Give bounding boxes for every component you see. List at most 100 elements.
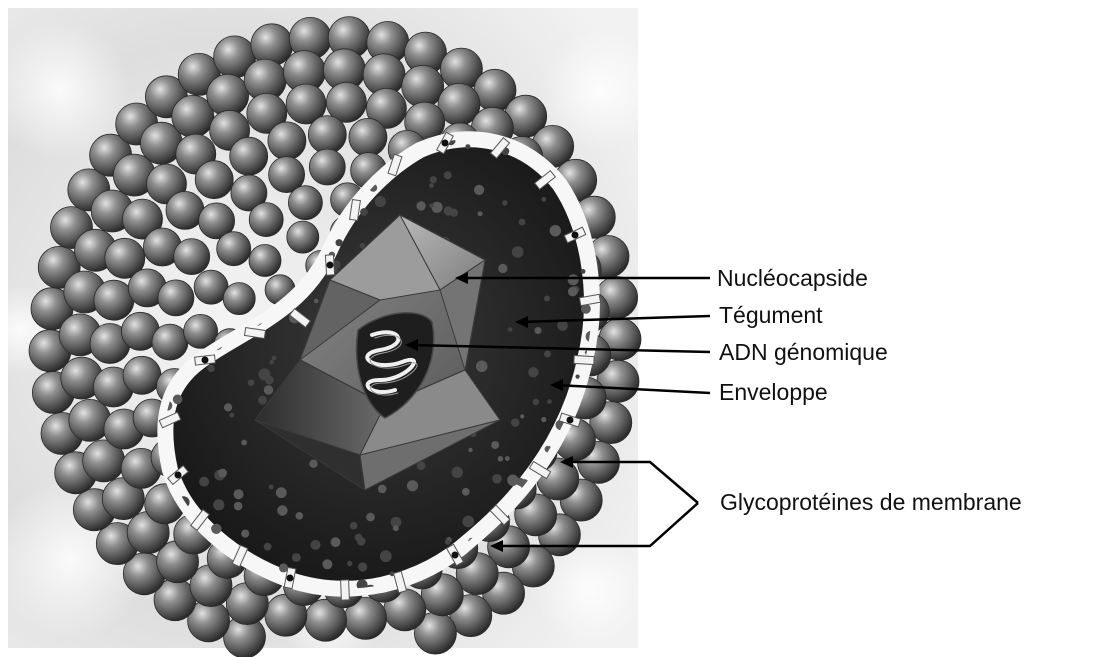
tegument-particle [241, 440, 247, 446]
tegument-particle [375, 196, 386, 207]
labels: Nucléocapside Tégument ADN génomique Env… [717, 265, 1022, 515]
tegument-particle [550, 225, 561, 236]
tegument-particle [229, 413, 234, 418]
tegument-particle [279, 563, 288, 572]
tegument-particle [336, 239, 343, 246]
tegument-particle [366, 513, 375, 522]
tegument-particle [173, 395, 183, 405]
label-genomic-dna: ADN génomique [719, 339, 888, 365]
tegument-particle [544, 296, 550, 302]
tegument-particle [380, 550, 392, 562]
tegument-particle [296, 512, 304, 520]
tegument-particle [258, 396, 267, 405]
tegument-particle [512, 246, 524, 258]
envelope-sphere [287, 221, 319, 253]
envelope-sphere [249, 203, 283, 237]
envelope-sphere [123, 356, 161, 394]
tegument-particle [277, 505, 287, 515]
tegument-particle [314, 299, 319, 304]
tegument-particle [508, 327, 513, 332]
tegument-particle [272, 356, 277, 361]
tegument-particle [498, 264, 507, 273]
tegument-particle [211, 524, 221, 534]
tegument-particle [476, 361, 488, 373]
tegument-particle [429, 204, 433, 208]
envelope-sphere [309, 149, 345, 185]
tegument-particle [234, 489, 244, 499]
envelope-sphere [152, 324, 188, 360]
envelope-sphere [230, 137, 268, 175]
envelope-sphere [223, 283, 255, 315]
tegument-particle [224, 403, 232, 411]
tegument-particle [528, 367, 538, 377]
tegument-particle [507, 475, 518, 486]
label-nucleocapsid: Nucléocapside [717, 265, 868, 291]
tegument-particle [269, 360, 274, 365]
tegument-particle [505, 456, 510, 461]
tegument-particle [462, 516, 474, 528]
tegument-particle [498, 456, 504, 462]
tegument-particle [429, 183, 434, 188]
label-glycoproteins: Glycoprotéines de membrane [720, 489, 1022, 515]
tegument-particle [416, 201, 425, 210]
tegument-particle [541, 197, 546, 202]
tegument-particle [207, 365, 214, 372]
tegument-particle [350, 522, 358, 530]
tegument-particle [444, 171, 452, 179]
tegument-particle [474, 185, 484, 195]
tegument-particle [355, 534, 363, 542]
tegument-particle [331, 537, 341, 547]
envelope-sphere [288, 186, 322, 220]
tegument-particle [533, 399, 539, 405]
tegument-particle [234, 502, 243, 511]
envelope-sphere [166, 191, 204, 229]
tegument-particle [502, 200, 507, 205]
tegument-particle [541, 417, 546, 422]
glycoprotein-spike [574, 355, 594, 364]
tegument-particle [462, 488, 470, 496]
envelope-sphere [158, 280, 194, 316]
tegument-particle [322, 559, 332, 569]
tegument-particle [445, 539, 451, 545]
tegument-particle [568, 274, 579, 285]
tegument-particle [347, 561, 352, 566]
tegument-particle [360, 208, 368, 216]
envelope-sphere [184, 314, 218, 348]
tegument-particle [444, 206, 453, 215]
glycoprotein-spike [341, 580, 350, 600]
tegument-particle [431, 202, 442, 213]
tegument-particle [378, 485, 387, 494]
envelope-sphere [94, 280, 134, 320]
tegument-particle [407, 480, 418, 491]
tegument-particle [519, 219, 526, 226]
tegument-particle [581, 269, 586, 274]
tegument-particle [311, 540, 321, 550]
envelope-sphere [174, 239, 210, 275]
tegument-particle [241, 530, 249, 538]
tegument-particle [535, 327, 542, 334]
tegument-particle [199, 477, 209, 487]
tegument-particle [248, 379, 255, 386]
tegument-particle [309, 460, 317, 468]
tegument-particle [430, 176, 437, 183]
tegument-particle [213, 499, 224, 510]
tegument-particle [218, 469, 227, 478]
glycoprotein-spike [325, 255, 334, 275]
tegument-particle [491, 441, 499, 449]
glycoprotein-spike [195, 355, 216, 365]
envelope-sphere [349, 118, 387, 156]
envelope-sphere [268, 122, 306, 160]
envelope-sphere [195, 161, 233, 199]
tegument-particle [492, 474, 502, 484]
tegument-particle [269, 485, 274, 490]
tegument-particle [465, 144, 470, 149]
tegument-particle [358, 562, 367, 571]
envelope-sphere [251, 24, 293, 66]
tegument-particle [544, 351, 551, 358]
tegument-particle [264, 543, 272, 551]
envelope-sphere [217, 232, 251, 266]
envelope-sphere [249, 245, 281, 277]
tegument-particle [511, 418, 519, 426]
tegument-particle [276, 487, 287, 498]
